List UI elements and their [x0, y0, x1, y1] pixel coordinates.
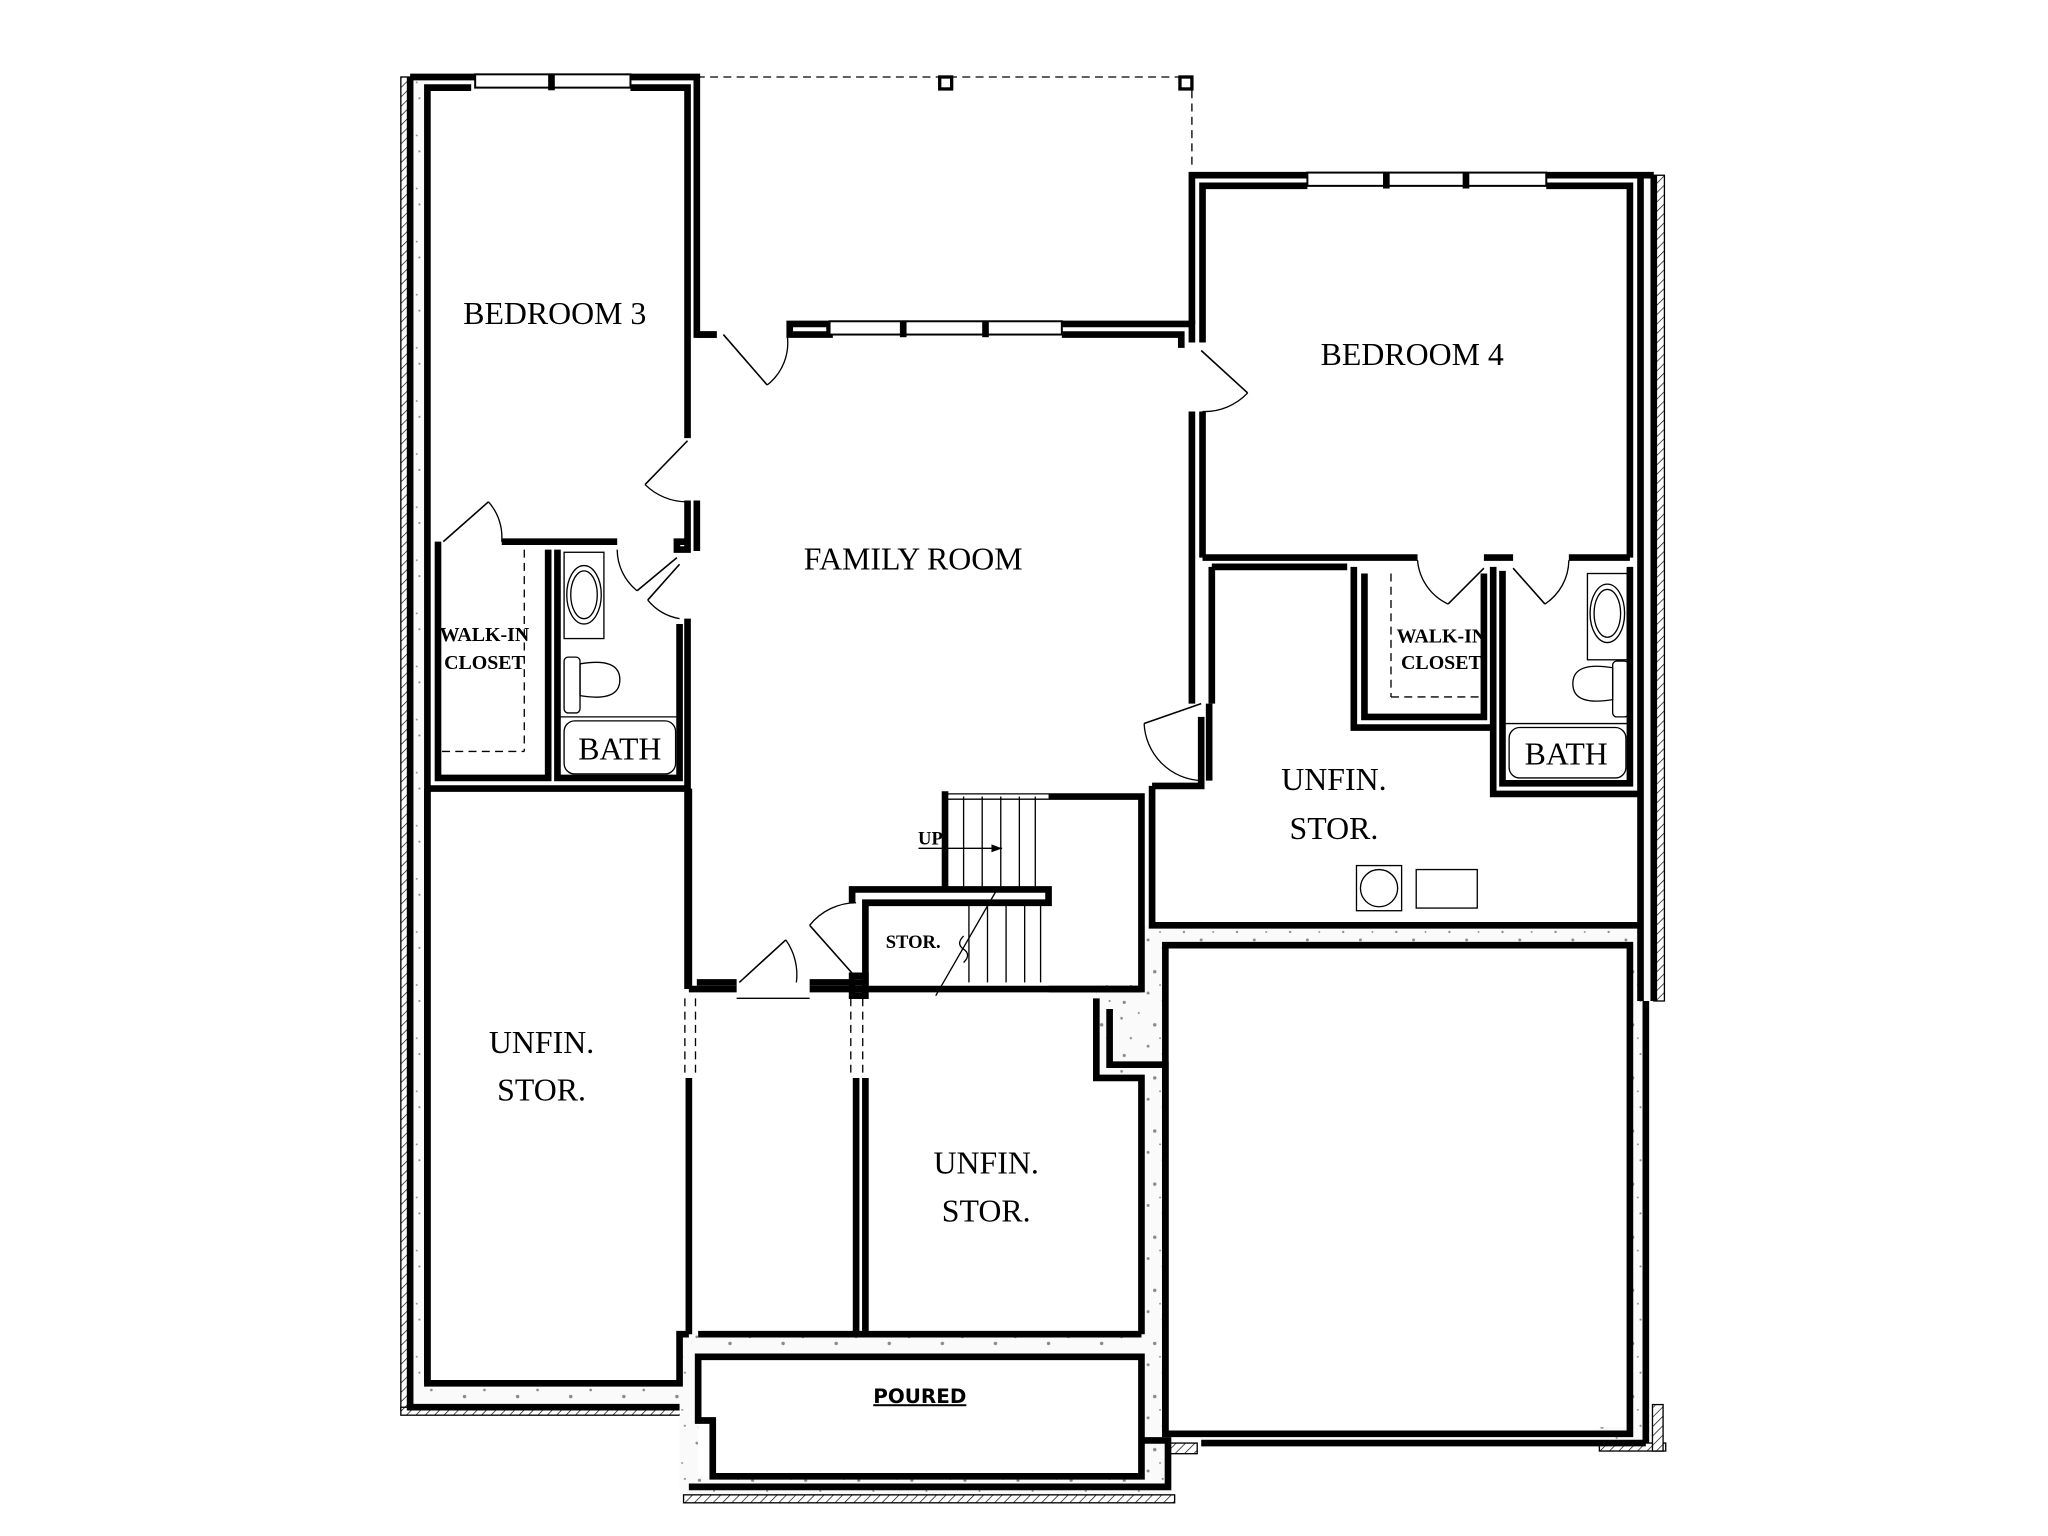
- doors: [442, 334, 1570, 999]
- label-unfin-left-2: STOR.: [497, 1073, 586, 1108]
- post-1: [938, 75, 954, 91]
- toilet-left-icon: [579, 661, 621, 698]
- door-stor[interactable]: [809, 902, 857, 974]
- label-poured: POURED: [873, 1385, 966, 1408]
- sink-left-icon: [566, 564, 602, 625]
- label-bath-right: BATH: [1525, 737, 1608, 772]
- bathtub-right: [1508, 726, 1627, 779]
- windows: [474, 73, 1548, 338]
- label-family-room: FAMILY ROOM: [804, 542, 1023, 577]
- door-unfin-right[interactable]: [1143, 702, 1202, 782]
- door-bath-right[interactable]: [1512, 560, 1570, 605]
- bathtub-left: [563, 720, 677, 775]
- vanity-left: [563, 551, 605, 640]
- door-family-bottom[interactable]: [736, 939, 810, 999]
- door-closet-left[interactable]: [442, 501, 503, 543]
- label-bath-left: BATH: [578, 731, 661, 766]
- label-bedroom-3: BEDROOM 3: [463, 296, 646, 331]
- door-bedroom3[interactable]: [644, 440, 689, 503]
- label-unfin-right-1: UNFIN.: [1281, 762, 1386, 797]
- door-family-top[interactable]: [722, 334, 789, 386]
- label-closet-left-1: WALK-IN: [440, 624, 530, 646]
- sink-right-icon: [1589, 583, 1626, 644]
- label-stor: STOR.: [886, 932, 941, 953]
- label-stairs-up: UP: [918, 828, 943, 849]
- toilet-tank-left: [563, 656, 581, 714]
- label-closet-left-2: CLOSET: [444, 652, 525, 674]
- toilet-tank-right: [1611, 660, 1630, 718]
- label-closet-right-1: WALK-IN: [1397, 626, 1487, 648]
- door-closet-right[interactable]: [1416, 560, 1485, 605]
- toilet-right-icon: [1572, 665, 1614, 702]
- furnace-icon: [1415, 868, 1478, 909]
- label-unfin-center-1: UNFIN.: [934, 1146, 1039, 1181]
- staircase: [918, 793, 1049, 997]
- post-2: [1178, 75, 1194, 91]
- door-bath-left[interactable]: [616, 549, 681, 620]
- fixtures: [558, 551, 1630, 912]
- walls: [406, 73, 1658, 1491]
- label-unfin-left-1: UNFIN.: [489, 1025, 594, 1060]
- label-unfin-center-2: STOR.: [942, 1193, 1031, 1228]
- openings: [684, 998, 864, 1076]
- door-bedroom4[interactable]: [1200, 349, 1249, 413]
- water-heater-icon: [1355, 864, 1403, 912]
- label-bedroom-4: BEDROOM 4: [1321, 337, 1504, 372]
- covered-patio-outline: [696, 75, 1194, 170]
- label-closet-right-2: CLOSET: [1401, 652, 1482, 674]
- label-unfin-right-2: STOR.: [1290, 811, 1379, 846]
- vanity-right: [1586, 572, 1628, 661]
- room-labels: BEDROOM 3 BEDROOM 4 FAMILY ROOM WALK-IN …: [440, 296, 1608, 1408]
